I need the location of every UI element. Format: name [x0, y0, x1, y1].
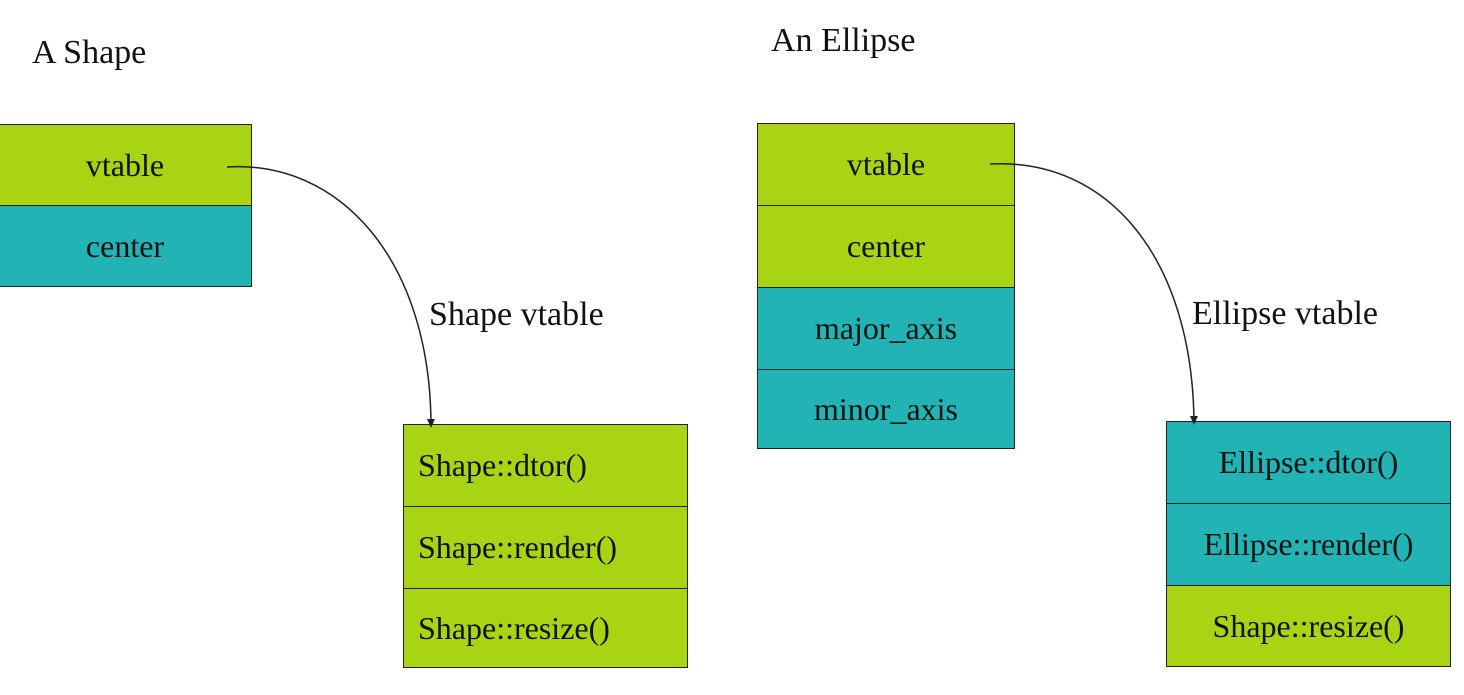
shape-vtable-entry-resize: Shape::resize() — [404, 589, 687, 667]
shape-vtable-entry-render: Shape::render() — [404, 507, 687, 589]
shape-vtable-pointer-arrow — [226, 165, 435, 428]
ellipse-field-vtable: vtable — [758, 124, 1014, 206]
shape-vtable-title: Shape vtable — [429, 296, 604, 333]
shape-vtable-entry-dtor: Shape::dtor() — [404, 425, 687, 507]
shape-field-vtable: vtable — [0, 125, 251, 206]
ellipse-vtable-pointer-arrow — [989, 163, 1198, 425]
ellipse-field-minor-axis: minor_axis — [758, 370, 1014, 448]
ellipse-vtable: Ellipse::dtor() Ellipse::render() Shape:… — [1166, 421, 1451, 667]
ellipse-vtable-entry-dtor: Ellipse::dtor() — [1167, 422, 1450, 504]
ellipse-vtable-entry-render: Ellipse::render() — [1167, 504, 1450, 586]
shape-object-title: A Shape — [32, 34, 147, 71]
shape-vtable: Shape::dtor() Shape::render() Shape::res… — [403, 424, 688, 668]
shape-object-layout: vtable center — [0, 124, 252, 287]
ellipse-field-major-axis: major_axis — [758, 288, 1014, 370]
ellipse-field-center: center — [758, 206, 1014, 288]
shape-field-center: center — [0, 206, 251, 286]
ellipse-object-layout: vtable center major_axis minor_axis — [757, 123, 1015, 449]
ellipse-object-title: An Ellipse — [771, 22, 916, 59]
ellipse-vtable-entry-resize: Shape::resize() — [1167, 586, 1450, 666]
ellipse-vtable-title: Ellipse vtable — [1192, 295, 1379, 332]
